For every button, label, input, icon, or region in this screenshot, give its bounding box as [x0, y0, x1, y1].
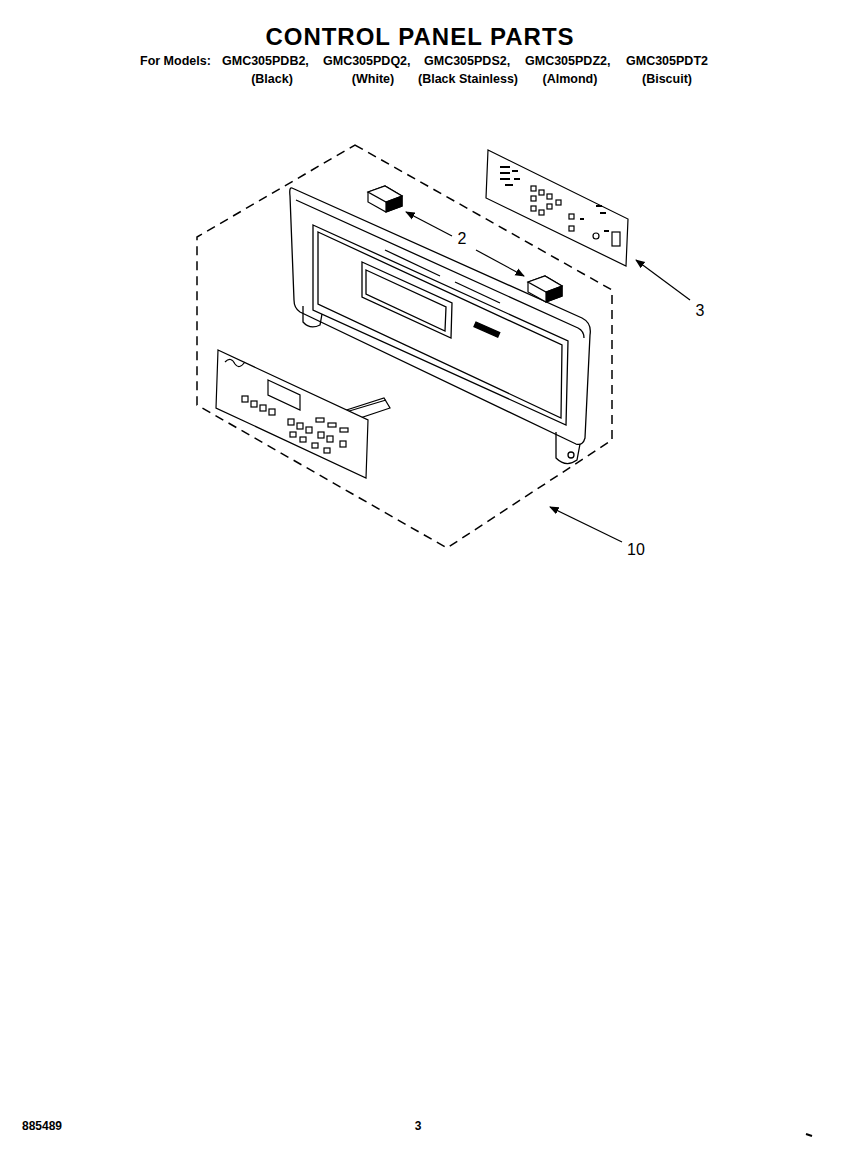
leader-line: [550, 507, 622, 542]
color-name: (Black Stainless): [418, 73, 518, 87]
control-board: [486, 150, 628, 266]
keypad-overlay: [216, 350, 390, 478]
callout-number: 2: [458, 230, 467, 248]
model-number: GMC305PDT2: [626, 55, 708, 69]
model-number: GMC305PDQ2,: [323, 55, 411, 69]
page-number: 3: [415, 1120, 422, 1133]
page-mark: [806, 1134, 812, 1136]
model-number: GMC305PDS2,: [424, 55, 510, 69]
page-title: CONTROL PANEL PARTS: [265, 24, 574, 50]
callout-number: 10: [627, 541, 645, 559]
document-number: 885489: [22, 1120, 62, 1133]
model-number: GMC305PDZ2,: [525, 55, 610, 69]
color-name: (Almond): [543, 73, 598, 87]
color-name: (Black): [251, 73, 293, 87]
model-number: GMC305PDB2,: [222, 55, 309, 69]
leader-line: [406, 212, 452, 236]
color-name: (White): [352, 73, 394, 87]
leader-line: [476, 250, 524, 276]
leader-line: [636, 260, 690, 300]
callout-number: 3: [696, 302, 705, 320]
models-heading: For Models:: [140, 55, 211, 69]
color-name: (Biscuit): [642, 73, 692, 87]
